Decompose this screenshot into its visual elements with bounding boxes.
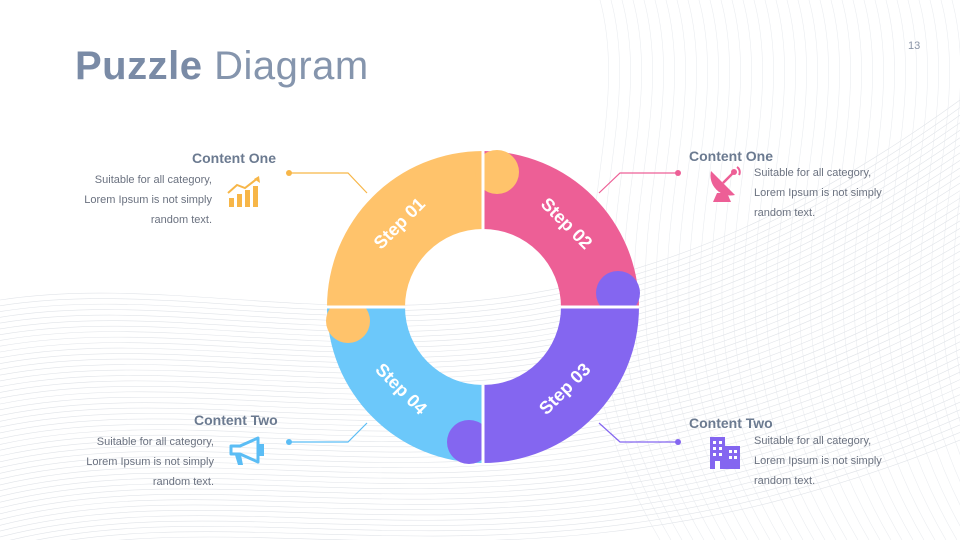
megaphone-icon bbox=[229, 436, 264, 465]
puzzle-tab-1 bbox=[475, 150, 519, 194]
puzzle-tab-3 bbox=[447, 420, 491, 464]
puzzle-tab-4 bbox=[326, 299, 370, 343]
callout-bottom-right-text: Suitable for all category, Lorem Ipsum i… bbox=[754, 435, 882, 487]
page-number: 13 bbox=[908, 40, 921, 52]
callout-top-right-text: Suitable for all category, Lorem Ipsum i… bbox=[754, 167, 882, 219]
puzzle-piece-4 bbox=[327, 307, 483, 463]
callout-bottom-left-heading: Content Two bbox=[194, 412, 278, 428]
callout-top-left-text: Suitable for all category, Lorem Ipsum i… bbox=[84, 174, 212, 226]
chart-growth-icon bbox=[227, 176, 260, 207]
puzzle-piece-2 bbox=[483, 151, 639, 307]
callout-bottom-left-text: Suitable for all category, Lorem Ipsum i… bbox=[86, 436, 214, 488]
connector-dot-4 bbox=[286, 439, 292, 445]
connector-line-4 bbox=[289, 422, 368, 443]
connector-line-2 bbox=[598, 172, 678, 194]
page-title: Puzzle Diagram bbox=[75, 44, 369, 89]
callout-top-left-heading: Content One bbox=[192, 150, 276, 166]
satellite-dish-icon bbox=[710, 166, 741, 202]
puzzle-piece-3 bbox=[483, 307, 639, 463]
title-regular: Diagram bbox=[202, 44, 369, 88]
connector-dot-1 bbox=[286, 170, 292, 176]
puzzle-piece-1 bbox=[327, 151, 483, 307]
callout-bottom-right-heading: Content Two bbox=[689, 415, 773, 431]
title-bold: Puzzle bbox=[75, 44, 203, 88]
callout-top-right-heading: Content One bbox=[689, 148, 773, 164]
connector-dot-2 bbox=[675, 170, 681, 176]
puzzle-tab-2 bbox=[596, 271, 640, 315]
building-icon bbox=[710, 437, 740, 469]
connector-line-1 bbox=[289, 172, 368, 194]
connector-line-3 bbox=[598, 422, 678, 443]
connector-dot-3 bbox=[675, 439, 681, 445]
